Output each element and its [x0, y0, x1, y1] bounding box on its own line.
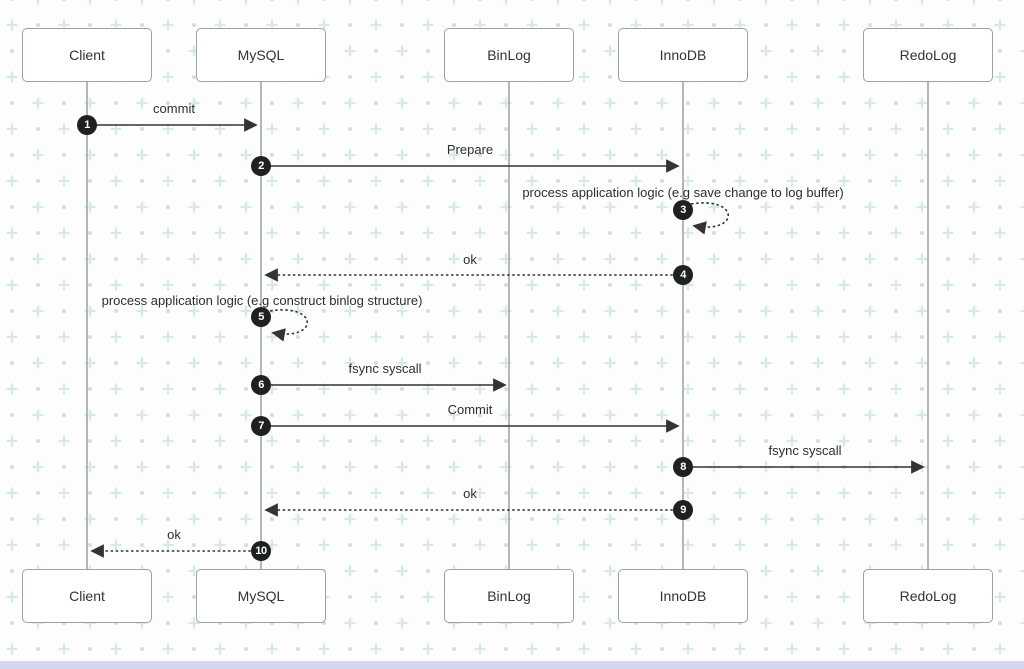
- horizontal-scrollbar-track[interactable]: [0, 661, 1024, 669]
- message-7-number: 7: [251, 416, 271, 436]
- message-1-number: 1: [77, 115, 97, 135]
- participant-mysql-bottom: MySQL: [196, 569, 326, 623]
- message-6-number: 6: [251, 375, 271, 395]
- message-4-number: 4: [673, 265, 693, 285]
- message-5-label: process application logic (e.g construct…: [101, 293, 423, 308]
- message-4-label: ok: [463, 252, 477, 267]
- participant-client-top: Client: [22, 28, 152, 82]
- message-10-label: ok: [167, 527, 181, 542]
- message-3-self-loop: [690, 202, 730, 235]
- participant-redolog-bottom: RedoLog: [863, 569, 993, 623]
- message-9-number: 9: [673, 500, 693, 520]
- participant-client-bottom: Client: [22, 569, 152, 623]
- message-8-label: fsync syscall: [768, 443, 842, 458]
- participant-binlog-top: BinLog: [444, 28, 574, 82]
- participant-binlog-bottom: BinLog: [444, 569, 574, 623]
- participant-mysql-top: MySQL: [196, 28, 326, 82]
- message-3-number: 3: [673, 200, 693, 220]
- message-5-self-loop: [269, 309, 309, 342]
- message-3-label: process application logic (e.g save chan…: [522, 185, 844, 200]
- message-9-label: ok: [463, 486, 477, 501]
- message-7-label: Commit: [447, 402, 493, 417]
- message-8-number: 8: [673, 457, 693, 477]
- message-arrows: [87, 118, 925, 558]
- message-2-number: 2: [251, 156, 271, 176]
- message-6-label: fsync syscall: [348, 361, 422, 376]
- message-2-label: Prepare: [446, 142, 494, 157]
- message-10-number: 10: [251, 541, 271, 561]
- lifelines: [86, 82, 929, 569]
- participant-innodb-bottom: InnoDB: [618, 569, 748, 623]
- participant-redolog-top: RedoLog: [863, 28, 993, 82]
- participant-innodb-top: InnoDB: [618, 28, 748, 82]
- message-1-label: commit: [153, 101, 195, 116]
- message-5-number: 5: [251, 307, 271, 327]
